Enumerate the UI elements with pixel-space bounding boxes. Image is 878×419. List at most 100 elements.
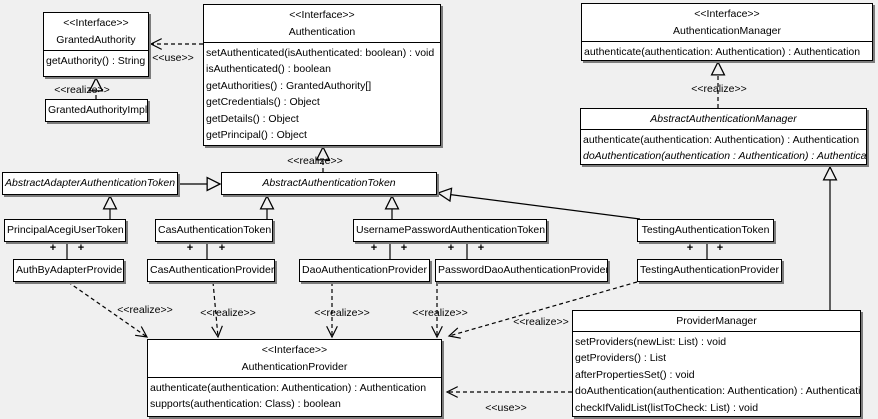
class-header: AbstractAuthenticationToken: [222, 173, 436, 193]
method-label: authenticate(authentication: Authenticat…: [583, 134, 860, 146]
use-label-providermanager: <<use>>: [485, 402, 527, 414]
class-name: PasswordDaoAuthenticationProvider: [438, 264, 608, 276]
class-name: GrantedAuthority: [56, 34, 136, 46]
class-box-authentication: <<Interface>> Authentication setAuthentica…: [203, 4, 441, 146]
multiplicity-plus-label: +: [370, 242, 378, 254]
class-box-cas-authentication-provider: CasAuthenticationProvider: [147, 259, 275, 282]
class-header: <<Interface>> AuthenticationManager: [582, 4, 872, 42]
class-box-cas-authentication-token: CasAuthenticationToken: [155, 219, 273, 242]
stereotype-label: <<Interface>>: [261, 344, 328, 356]
class-box-abstract-authentication-manager: AbstractAuthenticationManager authenticat…: [580, 108, 867, 165]
class-name: DaoAuthenticationProvider: [302, 264, 427, 276]
methods-compartment: setAuthenticated(isAuthenticated: boolea…: [204, 43, 440, 145]
realize-label-casprovider: <<realize>>: [200, 307, 256, 319]
realize-label-authbyadapterprovider: <<realize>>: [117, 304, 173, 316]
class-header: <<Interface>>GrantedAuthority: [44, 13, 148, 51]
multiplicity-plus-label: +: [686, 242, 694, 254]
stereotype-label: <<Interface>>: [289, 9, 355, 21]
class-box-authentication-manager: <<Interface>> AuthenticationManager authen…: [581, 3, 873, 61]
class-box-testing-authentication-provider: TestingAuthenticationProvider: [637, 259, 782, 282]
methods-compartment: authenticate(authentication: Authenticat…: [582, 42, 872, 60]
class-header: ProviderManager: [573, 311, 860, 332]
method-label: authenticate(authentication: Authenticat…: [584, 46, 861, 58]
edge-realize-casauthenticationprovider: [211, 281, 223, 339]
class-header: <<Interface>> Authentication: [204, 5, 440, 43]
class-header: UsernamePasswordAuthenticationToken: [354, 220, 546, 240]
class-header: <<Interface>> AuthenticationProvider: [148, 340, 441, 378]
multiplicity-plus-label: +: [218, 242, 226, 254]
class-header: AbstractAdapterAuthenticationToken: [3, 173, 177, 193]
realize-label-grantedauthorityimpl: <<realize>>: [54, 84, 110, 96]
multiplicity-plus-label: +: [716, 242, 724, 254]
class-box-provider-manager: ProviderManager setProviders(newList: Lis…: [572, 310, 861, 417]
class-name: TestingAuthenticationProvider: [640, 264, 779, 276]
class-box-password-dao-authentication-provider: PasswordDaoAuthenticationProvider: [435, 259, 608, 282]
method-label: supports(authentication: Class) : boolea…: [150, 398, 341, 411]
method-label: setProviders(newList: List) : void: [575, 336, 727, 348]
class-header: CasAuthenticationProvider: [148, 260, 274, 280]
method-label: getCredentials() : Object: [206, 96, 320, 109]
class-name: TestingAuthenticationToken: [641, 224, 770, 236]
method-label: afterPropertiesSet() : void: [575, 368, 695, 381]
edge-realize-authbyadapterprovider: [67, 281, 149, 338]
multiplicity-plus-label: +: [49, 242, 57, 254]
class-name: AbstractAuthenticationManager: [650, 113, 797, 125]
method-label: getProviders() : List: [575, 352, 667, 365]
class-name: CasAuthenticationProvider: [150, 264, 275, 276]
class-name: AuthByAdapterProvider: [16, 264, 124, 276]
class-name: AuthenticationManager: [673, 25, 781, 37]
method-label: getPrincipal() : Object: [206, 129, 307, 142]
class-box-granted-authority-impl: GrantedAuthorityImpl: [45, 99, 148, 122]
class-name: AbstractAuthenticationToken: [262, 177, 396, 189]
class-name: UsernamePasswordAuthenticationToken: [356, 224, 546, 236]
use-label-grantedauthority: <<use>>: [152, 52, 194, 64]
stereotype-label: <<Interface>>: [694, 8, 760, 20]
class-box-abstract-adapter-authentication-token: AbstractAdapterAuthenticationToken: [2, 172, 178, 195]
class-header: TestingAuthenticationProvider: [638, 260, 781, 280]
method-label: getAuthorities() : GrantedAuthority[]: [206, 79, 372, 92]
class-name: Authentication: [288, 26, 356, 38]
method-label: checkIfValidList(listToCheck: List) : vo…: [575, 401, 759, 414]
methods-compartment: authenticate(authentication: Authenticat…: [148, 378, 441, 416]
method-label: setAuthenticated(isAuthenticated: boolea…: [206, 47, 435, 59]
class-header: DaoAuthenticationProvider: [300, 260, 429, 280]
class-box-principal-acegi-user-token: PrincipalAcegiUserToken: [4, 219, 126, 242]
class-box-dao-authentication-provider: DaoAuthenticationProvider: [299, 259, 430, 282]
multiplicity-plus-label: +: [400, 242, 408, 254]
class-header: AbstractAuthenticationManager: [581, 109, 866, 130]
class-name: PrincipalAcegiUserToken: [7, 224, 124, 236]
method-label: isAuthenticated() : boolean: [206, 63, 331, 76]
realize-label-abstractauthtoken: <<realize>>: [287, 155, 343, 167]
class-box-auth-by-adapter-provider: AuthByAdapterProvider: [13, 259, 124, 282]
multiplicity-plus-label: +: [447, 242, 455, 254]
realize-label-abstractauthmanager: <<realize>>: [691, 83, 747, 95]
class-name: CasAuthenticationToken: [158, 224, 272, 236]
class-box-testing-authentication-token: TestingAuthenticationToken: [637, 219, 774, 242]
method-label: getDetails() : Object: [206, 112, 299, 125]
multiplicity-plus-label: +: [477, 242, 485, 254]
methods-compartment: getAuthority() : String: [44, 51, 148, 76]
class-header: PrincipalAcegiUserToken: [5, 220, 125, 240]
class-header: AuthByAdapterProvider: [14, 260, 123, 280]
realize-label-testingprovider: <<realize>>: [513, 316, 569, 328]
edge-realize-testingprovider: [447, 281, 638, 339]
edge-generalize-testingauthenticationtoken: [438, 193, 641, 220]
multiplicity-plus-label: +: [77, 242, 85, 254]
class-name: ProviderManager: [676, 315, 757, 327]
class-name: GrantedAuthorityImpl: [48, 104, 148, 116]
class-box-username-password-authentication-token: UsernamePasswordAuthenticationToken: [353, 219, 547, 242]
methods-compartment: setProviders(newList: List) : void getPro…: [573, 332, 860, 416]
class-box-authentication-provider: <<Interface>> AuthenticationProvider authe…: [147, 339, 442, 417]
class-box-abstract-authentication-token: AbstractAuthenticationToken: [221, 172, 437, 195]
realize-label-daoprovider: <<realize>>: [314, 307, 370, 319]
class-header: CasAuthenticationToken: [156, 220, 272, 240]
class-header: PasswordDaoAuthenticationProvider: [436, 260, 607, 280]
methods-compartment: authenticate(authentication: Authenticat…: [581, 130, 867, 164]
realize-label-passworddaoprovider: <<realize>>: [412, 307, 468, 319]
method-label: doAuthentication(authentication : Authen…: [583, 150, 867, 163]
multiplicity-plus-label: +: [186, 242, 194, 254]
class-name: AuthenticationProvider: [241, 361, 348, 373]
